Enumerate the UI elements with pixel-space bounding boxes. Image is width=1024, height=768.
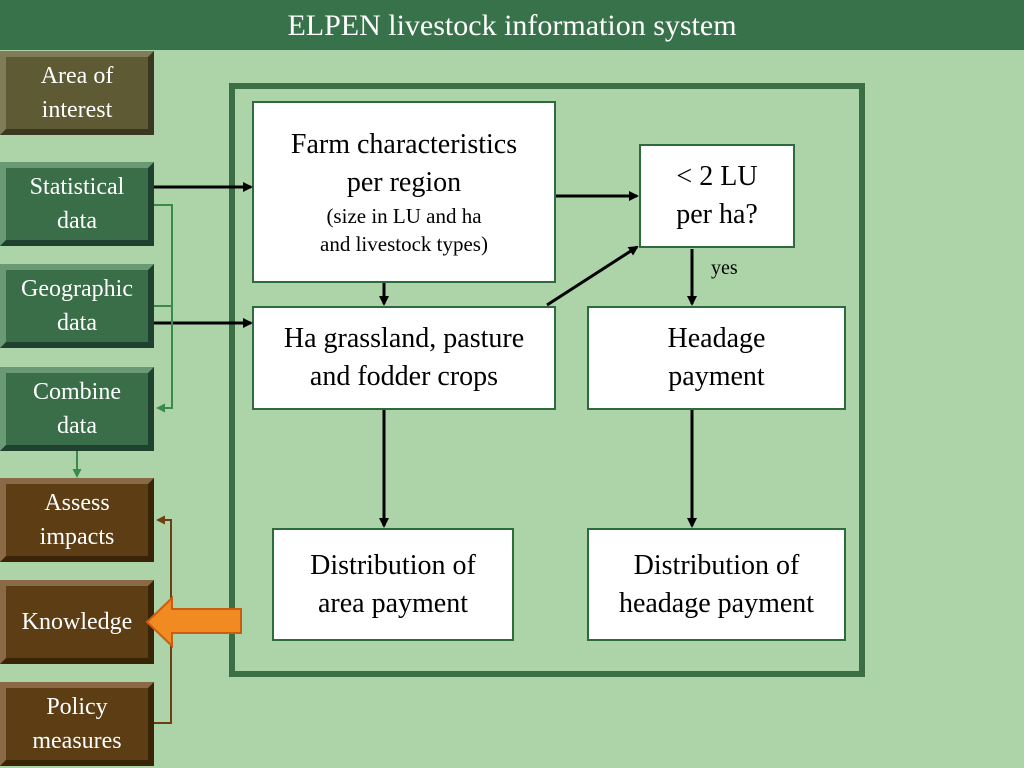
assess-impacts-label: Assess impacts xyxy=(39,490,115,550)
distribution-headage-payment-text: Distribution of headage payment xyxy=(618,549,815,619)
yes-label: yes xyxy=(711,257,738,279)
statistical-data-button[interactable]: Statistical data xyxy=(0,162,154,246)
geographic-data-label: Geographic data xyxy=(21,276,133,336)
knowledge-highlight-arrow xyxy=(145,595,242,649)
statistical-data-label: Statistical data xyxy=(29,174,125,234)
headage-payment-box: Headage payment xyxy=(587,306,846,410)
lu-question-box: < 2 LU per ha? xyxy=(639,144,795,248)
combine-data-button[interactable]: Combine data xyxy=(0,367,154,451)
grassland-text: Ha grassland, pasture and fodder crops xyxy=(283,323,525,392)
knowledge-label: Knowledge xyxy=(21,609,133,635)
geographic-data-button[interactable]: Geographic data xyxy=(0,264,154,348)
farm-characteristics-subtitle: (size in LU and ha and livestock types) xyxy=(320,204,488,256)
distribution-headage-payment-box: Distribution of headage payment xyxy=(587,528,846,641)
area-of-interest-button[interactable]: Area of interest xyxy=(0,51,154,135)
headage-payment-text: Headage payment xyxy=(667,323,766,392)
grassland-box: Ha grassland, pasture and fodder crops xyxy=(252,306,556,410)
knowledge-button[interactable]: Knowledge xyxy=(0,580,154,664)
diagram-panel xyxy=(229,83,865,677)
distribution-area-payment-text: Distribution of area payment xyxy=(310,549,476,619)
grassland-to-lu-arrow xyxy=(546,245,639,307)
policy-measures-label: Policy measures xyxy=(32,694,122,754)
page-title: ELPEN livestock information system xyxy=(0,0,1024,50)
policy-measures-button[interactable]: Policy measures xyxy=(0,682,154,766)
farm-characteristics-box: Farm characteristics per region (size in… xyxy=(252,101,556,283)
assess-impacts-button[interactable]: Assess impacts xyxy=(0,478,154,562)
distribution-area-payment-box: Distribution of area payment xyxy=(272,528,514,641)
area-of-interest-label: Area of interest xyxy=(40,63,114,123)
farm-characteristics-title: Farm characteristics per region xyxy=(290,129,518,198)
combine-data-label: Combine data xyxy=(33,379,121,439)
lu-question-text: < 2 LU per ha? xyxy=(676,161,758,230)
